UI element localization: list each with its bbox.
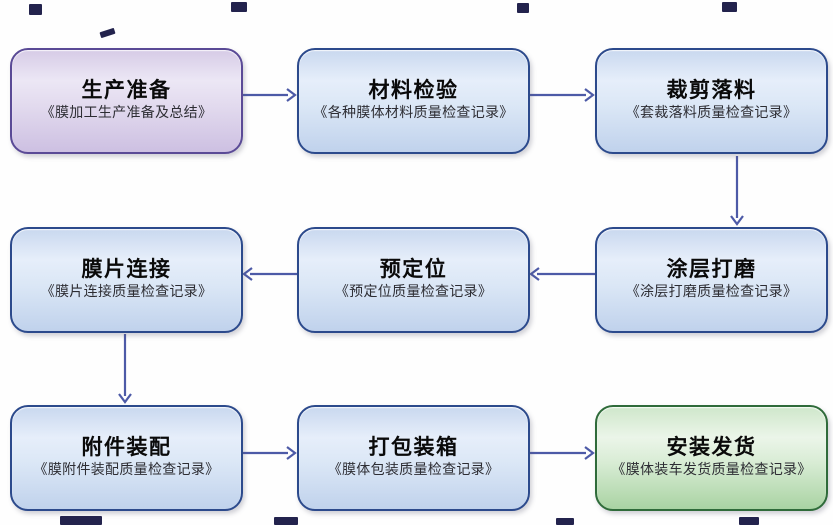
connector-arrow-right-2 (530, 88, 595, 102)
flow-node-material-inspection: 材料检验 《各种膜体材料质量检查记录》 (297, 48, 530, 154)
flow-node-packing-boxing: 打包装箱 《膜体包装质量检查记录》 (297, 405, 530, 511)
clipped-text-artifact (274, 517, 298, 525)
connector-arrow-right-4 (530, 446, 595, 460)
node-doc-label: 《套裁落料质量检查记录》 (625, 105, 798, 122)
node-doc-label: 《各种膜体材料质量检查记录》 (313, 105, 514, 122)
flow-node-accessory-assembly: 附件装配 《膜附件装配质量检查记录》 (10, 405, 243, 511)
flow-node-cutting-blanking: 裁剪落料 《套裁落料质量检查记录》 (595, 48, 828, 154)
flow-node-membrane-joining: 膜片连接 《膜片连接质量检查记录》 (10, 227, 243, 333)
connector-arrow-right-3 (243, 446, 297, 460)
node-title: 裁剪落料 (666, 78, 757, 103)
node-title: 附件装配 (81, 435, 172, 460)
flow-node-pre-positioning: 预定位 《预定位质量检查记录》 (297, 227, 530, 333)
node-title: 预定位 (379, 257, 448, 282)
clipped-text-artifact (99, 27, 116, 39)
connector-arrow-right-1 (243, 88, 297, 102)
flow-node-coating-polishing: 涂层打磨 《涂层打磨质量检查记录》 (595, 227, 828, 333)
clipped-text-artifact (556, 518, 574, 525)
node-title: 生产准备 (81, 78, 172, 103)
node-doc-label: 《膜体装车发货质量检查记录》 (611, 462, 812, 479)
connector-arrow-left-2 (242, 267, 297, 281)
clipped-text-artifact (722, 2, 737, 12)
flow-node-production-prep: 生产准备 《膜加工生产准备及总结》 (10, 48, 243, 154)
node-title: 膜片连接 (81, 257, 172, 282)
node-doc-label: 《预定位质量检查记录》 (334, 284, 493, 301)
node-doc-label: 《膜加工生产准备及总结》 (40, 105, 213, 122)
node-doc-label: 《涂层打磨质量检查记录》 (625, 284, 798, 301)
connector-arrow-down-2 (118, 334, 132, 404)
node-doc-label: 《膜片连接质量检查记录》 (40, 284, 213, 301)
clipped-text-artifact (739, 517, 759, 525)
node-title: 安装发货 (666, 435, 757, 460)
clipped-text-artifact (60, 516, 102, 525)
clipped-text-artifact (517, 3, 529, 13)
node-title: 打包装箱 (368, 435, 459, 460)
node-title: 材料检验 (368, 78, 459, 103)
node-title: 涂层打磨 (666, 257, 757, 282)
connector-arrow-down-1 (730, 156, 744, 226)
clipped-text-artifact (231, 2, 247, 12)
clipped-text-artifact (29, 4, 42, 15)
node-doc-label: 《膜附件装配质量检查记录》 (33, 462, 220, 479)
node-doc-label: 《膜体包装质量检查记录》 (327, 462, 500, 479)
connector-arrow-left-1 (529, 267, 595, 281)
flow-node-install-shipping: 安装发货 《膜体装车发货质量检查记录》 (595, 405, 828, 511)
